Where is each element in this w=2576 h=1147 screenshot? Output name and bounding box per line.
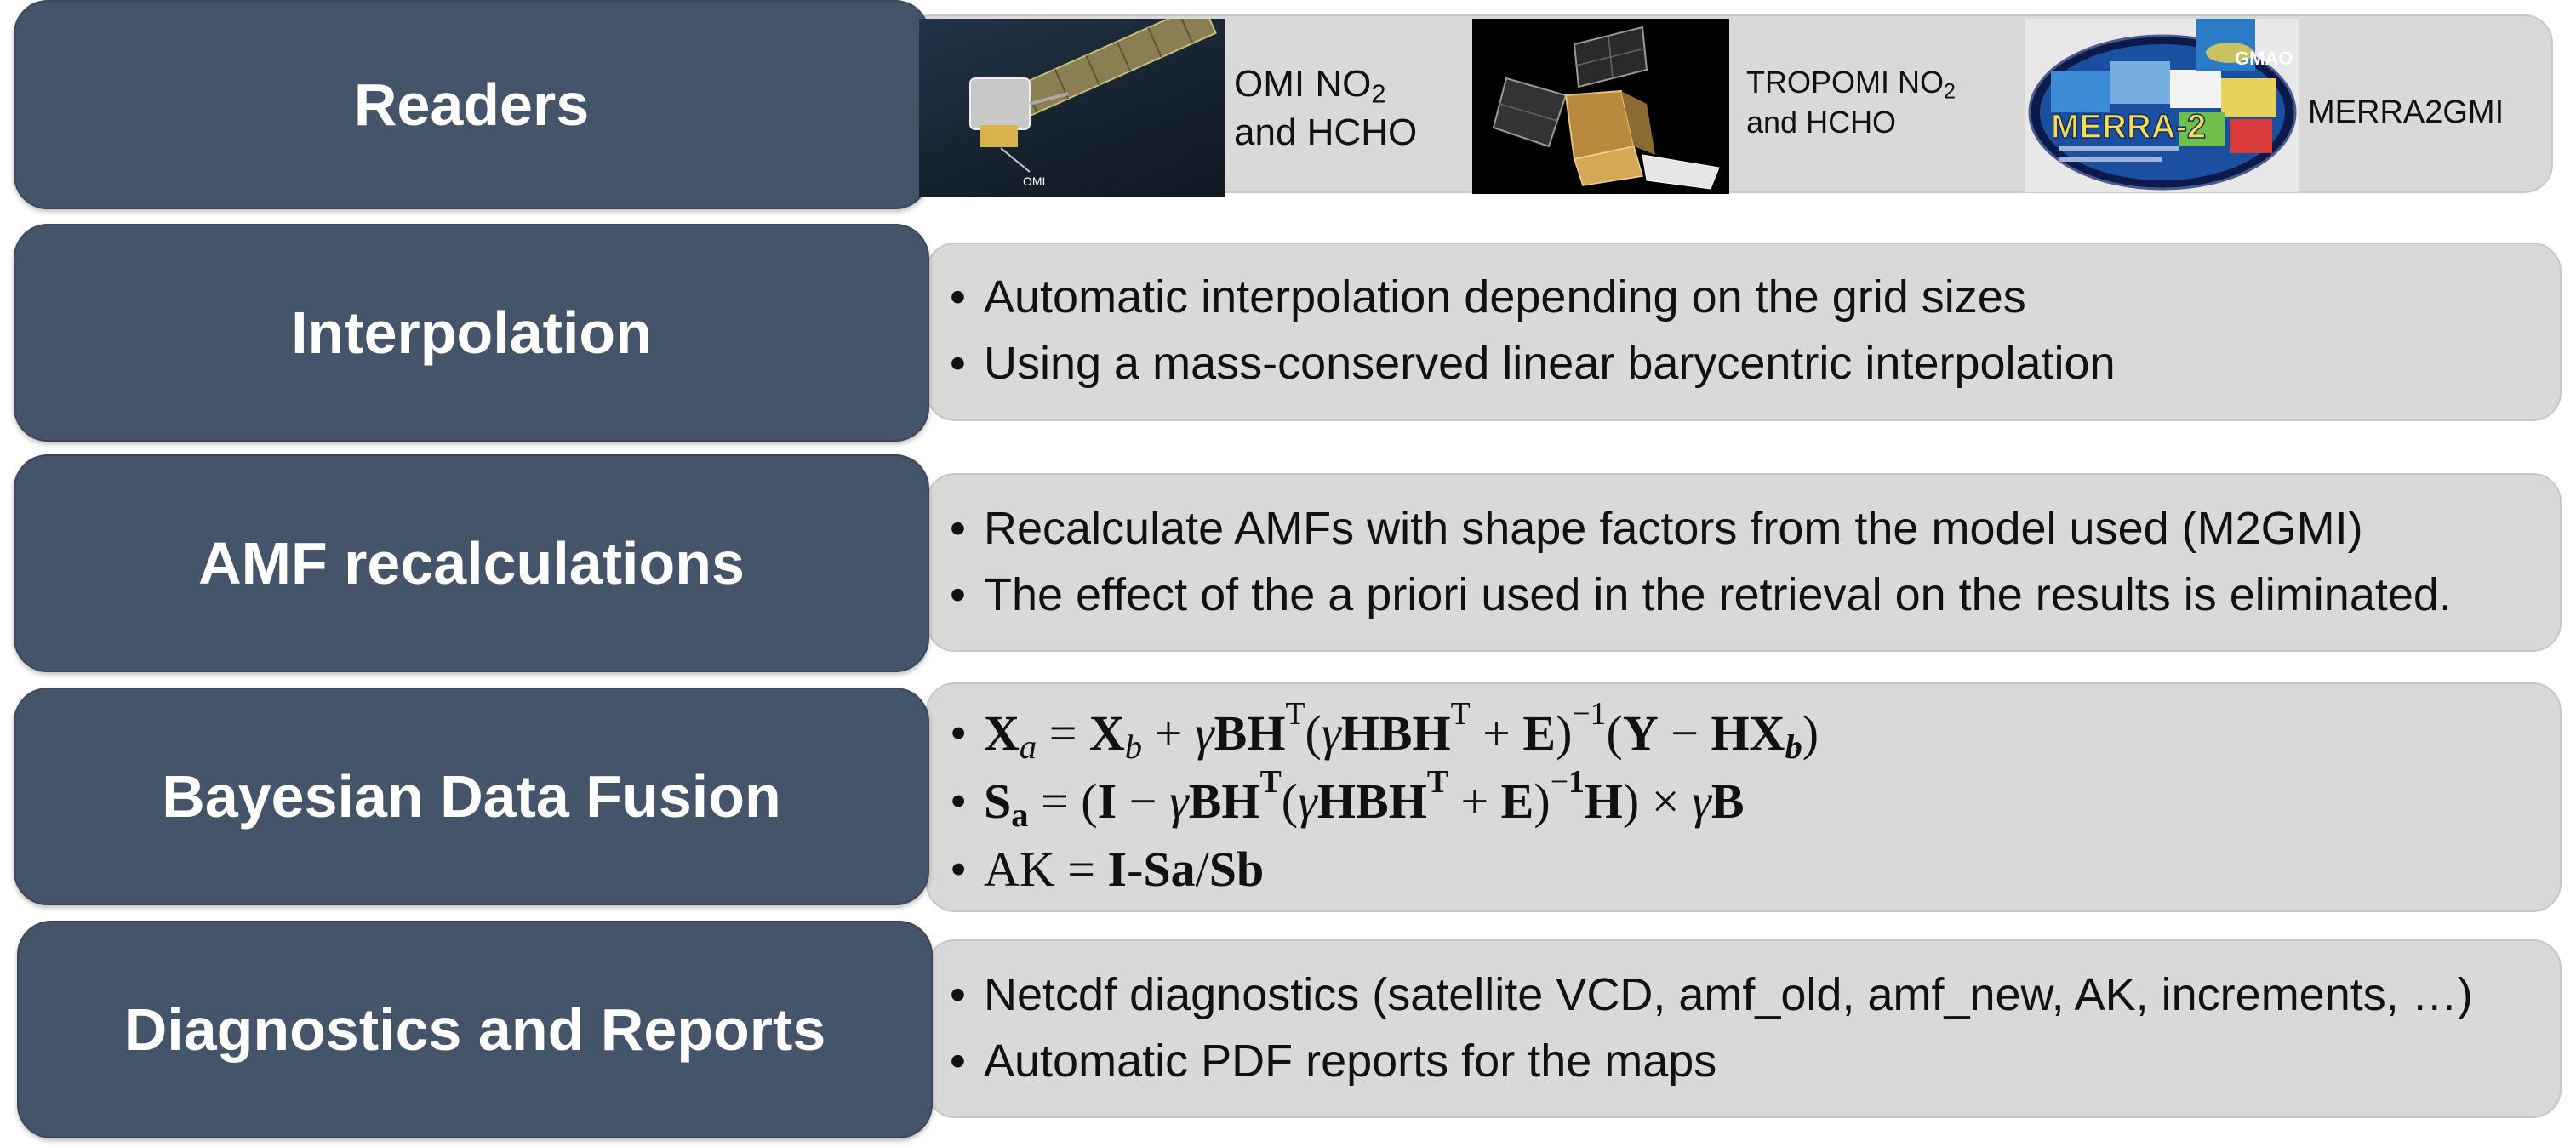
readers-label: Readers	[14, 0, 929, 209]
merra2-text: MERRA-2	[2051, 108, 2206, 146]
diagnostics-bullets: • Netcdf diagnostics (satellite VCD, amf_…	[950, 962, 2473, 1094]
bullet-item: • Automatic PDF reports for the maps	[950, 1028, 2473, 1094]
interpolation-panel	[926, 243, 2562, 421]
bullet-text: Automatic interpolation depending on the…	[984, 271, 2026, 322]
tropomi-satellite-icon	[1492, 26, 1720, 190]
omi-caption-line1: OMI NO	[1234, 63, 1372, 105]
omi-satellite-image: OMI	[919, 19, 1225, 197]
amf-bullets: • Recalculate AMFs with shape factors fro…	[950, 495, 2452, 628]
bayesian-label: Bayesian Data Fusion	[14, 688, 929, 905]
bullet-text: Automatic PDF reports for the maps	[984, 1036, 1717, 1087]
bullet-item: • Automatic interpolation depending on th…	[950, 264, 2116, 330]
equation-analysis-covariance: •Sa = (I − γBHT(γHBHT + E)−1H) × γB	[950, 763, 1745, 835]
equation-averaging-kernel: •AK = I-Sa/Sb	[950, 842, 1265, 897]
bullet-dot: •	[950, 271, 966, 322]
merra2gmi-caption: MERRA2GMI	[2308, 94, 2505, 130]
bullet-dot: •	[950, 1036, 966, 1087]
tropomi-caption-line1: TROPOMI NO	[1746, 65, 1944, 100]
omi-caption-subscript: 2	[1371, 78, 1386, 109]
tropomi-caption: TROPOMI NO2 and HCHO	[1746, 63, 1956, 143]
equation-analysis-state: •Xa = Xb + γBHT(γHBHT + E)−1(Y − HXb)	[950, 695, 1819, 767]
omi-caption-line2: and HCHO	[1234, 111, 1418, 154]
omi-caption: OMI NO2 and HCHO	[1234, 60, 1417, 157]
bullet-text: Recalculate AMFs with shape factors from…	[984, 503, 2363, 554]
bullet-dot: •	[950, 503, 966, 554]
bullet-dot: •	[950, 338, 966, 389]
bullet-dot: •	[950, 969, 966, 1020]
diagnostics-panel	[926, 939, 2562, 1118]
bullet-item: • Netcdf diagnostics (satellite VCD, amf_…	[950, 962, 2473, 1028]
interpolation-label: Interpolation	[14, 224, 929, 442]
merra2-logo-icon: GMAO MERRA-2	[2028, 19, 2297, 191]
amf-panel	[926, 473, 2562, 652]
bullet-text: Netcdf diagnostics (satellite VCD, amf_o…	[984, 969, 2473, 1020]
bullet-text: The effect of the a priori used in the r…	[984, 569, 2452, 620]
bayesian-equations: •Xa = Xb + γBHT(γHBHT + E)−1(Y − HXb) •S…	[950, 695, 1819, 904]
diagnostics-label: Diagnostics and Reports	[17, 921, 933, 1138]
bullet-item: • Using a mass-conserved linear barycentr…	[950, 330, 2116, 397]
omi-image-label: OMI	[1023, 174, 1045, 188]
amf-label: AMF recalculations	[14, 454, 929, 672]
tropomi-caption-line2: and HCHO	[1746, 104, 1897, 140]
bullet-item: • The effect of the a priori used in the …	[950, 562, 2452, 628]
bullet-text: Using a mass-conserved linear barycentri…	[984, 338, 2116, 389]
tropomi-satellite-image	[1472, 19, 1729, 194]
omi-satellite-icon: OMI	[969, 19, 1218, 188]
bayesian-panel	[926, 682, 2562, 912]
merra2gmi-logo: GMAO MERRA-2	[2025, 19, 2299, 192]
interpolation-bullets: • Automatic interpolation depending on th…	[950, 264, 2116, 397]
tropomi-caption-subscript: 2	[1944, 79, 1956, 104]
bullet-dot: •	[950, 569, 966, 620]
gmao-text: GMAO	[2235, 48, 2293, 69]
bullet-item: • Recalculate AMFs with shape factors fro…	[950, 495, 2452, 562]
